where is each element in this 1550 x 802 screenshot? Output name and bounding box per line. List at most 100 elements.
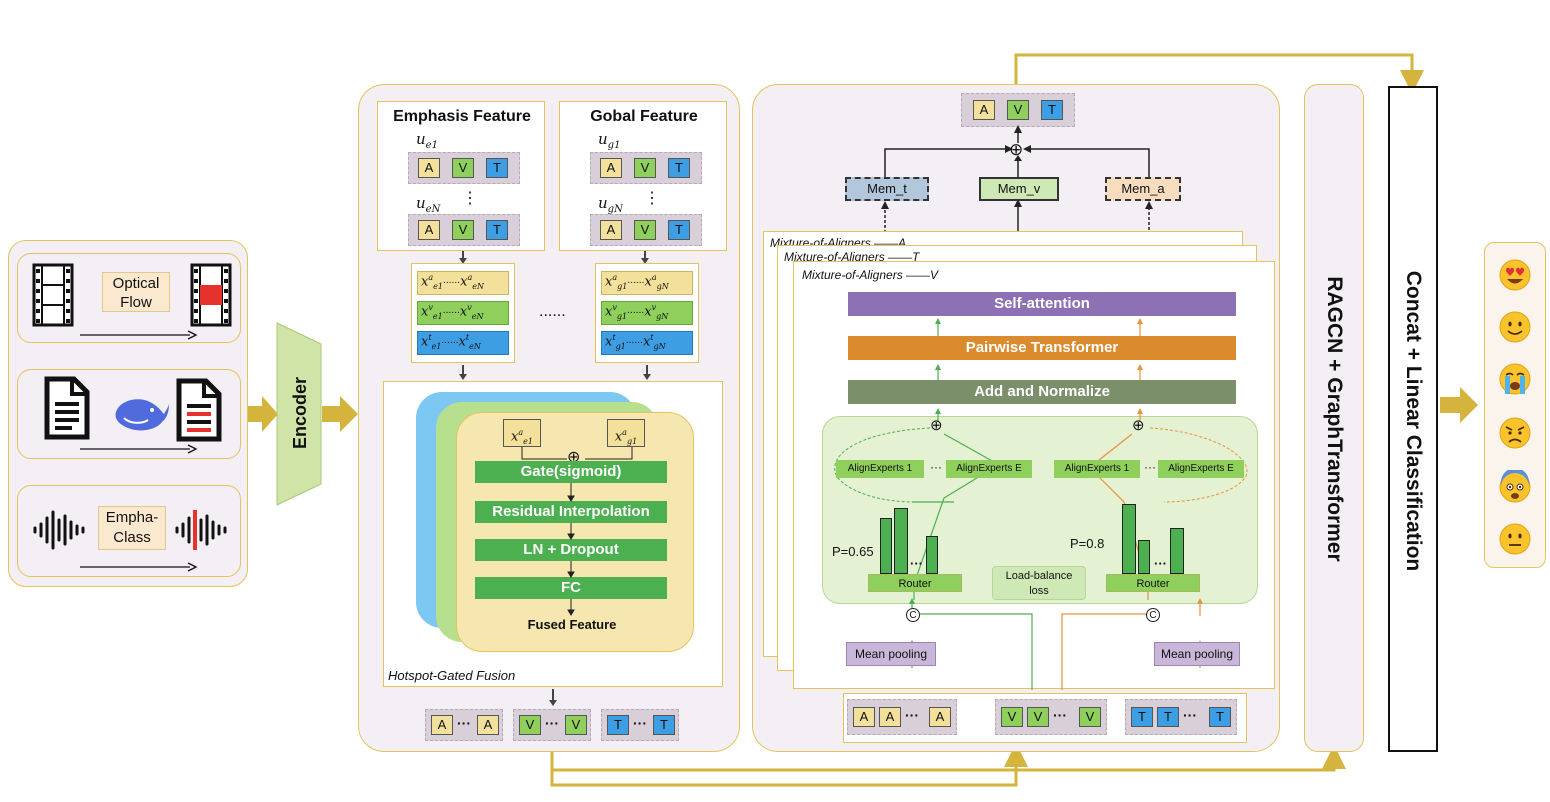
encoder-block — [276, 322, 322, 506]
token-a: A — [600, 158, 622, 178]
fused-feature-label: Fused Feature — [527, 617, 617, 632]
token-t: T — [668, 220, 690, 240]
ellipsis-label: ··· — [1183, 707, 1197, 723]
x-g-a-row: xag1······xagN — [605, 273, 669, 291]
align-experts-e-left: AlignExperts E — [946, 460, 1032, 478]
global-feature-box: Gobal Feature ug1 A V T ugN ⋮ A V T — [559, 101, 727, 251]
concat-linear-panel — [1388, 86, 1438, 752]
optical-flow-label: Optical Flow — [102, 272, 170, 312]
fusion-flow-arrows — [567, 483, 575, 616]
arrow-down-icon — [549, 689, 557, 706]
concat-icon: C — [1146, 608, 1160, 622]
token-v: V — [565, 715, 587, 735]
token-v: V — [519, 715, 541, 735]
token-v: V — [634, 158, 656, 178]
fc-block: FC — [475, 577, 667, 599]
vdots-label: ⋮ — [644, 190, 660, 207]
token-a: A — [879, 707, 901, 727]
token-v: V — [452, 220, 474, 240]
document-icon — [44, 376, 90, 440]
p-right-label: P=0.8 — [1070, 536, 1105, 551]
token-t: T — [1131, 707, 1153, 727]
token-t: T — [1209, 707, 1231, 727]
mem-a-box: Mem_a — [1105, 177, 1181, 201]
token-v: V — [634, 220, 656, 240]
concat-icon: C — [906, 608, 920, 622]
x-e-a-row: xae1······xaeN — [421, 273, 484, 291]
u-e1-label: ue1 — [416, 130, 438, 151]
u-g1-label: ug1 — [598, 130, 621, 151]
token-t: T — [653, 715, 675, 735]
waveform-highlighted-icon — [175, 510, 227, 550]
smiling-emoji-icon — [1499, 311, 1531, 343]
router-weight-bar — [926, 536, 938, 574]
document-highlighted-icon — [176, 378, 222, 442]
token-a: A — [431, 715, 453, 735]
moa-panel: A V T ⊕ Mem_t Mem_v — [752, 84, 1280, 752]
ellipsis-label: ··· — [457, 715, 471, 731]
pairwise-transformer-block: Pairwise Transformer — [848, 336, 1236, 360]
oplus-icon: ⊕ — [1009, 140, 1024, 159]
token-a: A — [929, 707, 951, 727]
fearful-emoji-icon — [1499, 470, 1531, 503]
add-normalize-block: Add and Normalize — [848, 380, 1236, 404]
moa-layer-v-label: Mixture-of-Aligners ——V — [802, 268, 939, 282]
router-weight-bar — [894, 508, 908, 574]
empha-class-label: Empha- Class — [98, 506, 166, 550]
router-right: Router — [1106, 574, 1200, 592]
router-weight-bar — [1138, 540, 1150, 574]
ellipsis-label: ··· — [930, 460, 942, 474]
arrow-right-icon — [80, 330, 198, 340]
fusion-card-a: xae1 xag1 ⊕ Gate(sigmoid) Residual Inter… — [456, 412, 694, 652]
ellipsis-label: ··· — [633, 715, 647, 731]
token-t: T — [1041, 100, 1063, 120]
p-left-label: P=0.65 — [832, 544, 874, 559]
ellipsis-label: ··· — [910, 556, 923, 571]
gate-sigmoid-block: Gate(sigmoid) — [475, 461, 667, 483]
token-v: V — [1027, 707, 1049, 727]
moa-layer-t-label: Mixture-of-Aligners ——T — [784, 250, 920, 264]
vdots-label: ⋮ — [462, 190, 478, 207]
u-gN-label: ugN — [598, 194, 623, 215]
token-t: T — [607, 715, 629, 735]
emphasis-feature-box: Emphasis Feature ue1 A V T ueN ⋮ A V T — [377, 101, 545, 251]
waveform-icon — [33, 510, 85, 550]
router-weight-bar — [1122, 504, 1136, 574]
router-weight-bar — [880, 518, 892, 574]
gold-arrow-icon — [248, 396, 278, 432]
oplus-icon: ⊕ — [1132, 417, 1145, 434]
arrow-down-icon — [459, 365, 467, 380]
arrow-right-icon — [80, 562, 198, 572]
text-input-box — [17, 369, 241, 459]
token-t: T — [668, 158, 690, 178]
load-balance-loss-box: Load-balance loss — [992, 566, 1086, 600]
x-g-t-row: xtg1······xtgN — [605, 333, 666, 351]
heart-eyes-emoji-icon — [1499, 259, 1531, 291]
token-t: T — [486, 158, 508, 178]
moa-layer-v: Mixture-of-Aligners ——V Self-attention P… — [793, 261, 1275, 690]
ellipsis-label: ··· — [1144, 460, 1156, 474]
seq-row-t — [417, 331, 509, 355]
seq-row-v — [601, 301, 693, 325]
arrow-down-icon — [641, 251, 649, 264]
mean-pooling-right: Mean pooling — [1154, 642, 1240, 666]
hdots-label: ...... — [539, 303, 566, 320]
x-g-v-row: xvg1······xvgN — [605, 303, 669, 321]
residual-interpolation-block: Residual Interpolation — [475, 501, 667, 523]
ln-dropout-block: LN + Dropout — [475, 539, 667, 561]
x-e-t-row: xte1······xteN — [421, 333, 481, 351]
token-a: A — [477, 715, 499, 735]
x-g1-a-token: xag1 — [607, 419, 645, 447]
token-v: V — [1001, 707, 1023, 727]
seq-row-t — [601, 331, 693, 355]
hotspot-gated-fusion-box: xae1 xag1 ⊕ Gate(sigmoid) Residual Inter… — [383, 381, 723, 687]
token-a: A — [600, 220, 622, 240]
crying-emoji-icon — [1499, 363, 1531, 395]
ellipsis-label: ··· — [1053, 707, 1067, 723]
router-left: Router — [868, 574, 962, 592]
seq-row-v — [417, 301, 509, 325]
align-experts-1-left: AlignExperts 1 — [836, 460, 924, 478]
token-a: A — [418, 158, 440, 178]
seq-row-a — [601, 271, 693, 295]
arrow-down-icon — [459, 251, 467, 264]
